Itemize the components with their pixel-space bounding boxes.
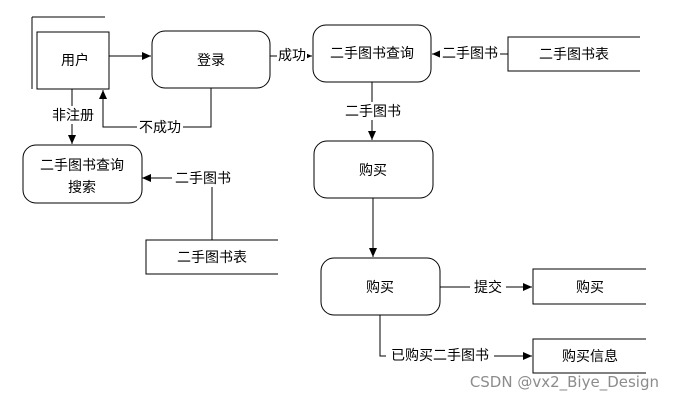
flow-unregistered-label: 非注册 bbox=[52, 108, 94, 124]
book-table-right-label: 二手图书表 bbox=[539, 47, 609, 63]
flow-book-left-label: 二手图书 bbox=[175, 171, 231, 187]
book-query-process[interactable]: 二手图书查询 bbox=[312, 24, 432, 83]
user-label: 用户 bbox=[61, 52, 89, 69]
purchase-info-store[interactable]: 购买信息 bbox=[532, 338, 646, 374]
book-query-label: 二手图书查询 bbox=[330, 46, 414, 62]
book-table-store-right[interactable]: 二手图书表 bbox=[507, 36, 640, 72]
login-label: 登录 bbox=[197, 53, 225, 69]
book-table-left-label: 二手图书表 bbox=[177, 250, 247, 266]
book-search-label-line2: 搜索 bbox=[68, 179, 96, 196]
flow-bought-label: 已购买二手图书 bbox=[391, 348, 489, 364]
book-search-process[interactable]: 二手图书查询 搜索 bbox=[22, 144, 143, 204]
flow-submit-label: 提交 bbox=[474, 279, 502, 296]
purchase-info-label: 购买信息 bbox=[562, 348, 618, 365]
book-search-label-line1: 二手图书查询 bbox=[40, 158, 124, 174]
flow-table-left-to-search bbox=[142, 174, 213, 240]
buy-process-lower[interactable]: 购买 bbox=[320, 257, 441, 316]
purchase-store-label: 购买 bbox=[576, 280, 604, 296]
watermark: CSDN @vx2_Biye_Design bbox=[470, 373, 659, 392]
login-process[interactable]: 登录 bbox=[151, 30, 271, 89]
buy-process-upper[interactable]: 购买 bbox=[313, 140, 434, 199]
book-table-store-left[interactable]: 二手图书表 bbox=[145, 239, 278, 275]
flow-fail-label: 不成功 bbox=[139, 120, 181, 136]
purchase-store[interactable]: 购买 bbox=[532, 268, 646, 305]
user-entity[interactable]: 用户 bbox=[31, 16, 110, 90]
flow-book-right-label: 二手图书 bbox=[442, 46, 498, 62]
flow-success-label: 成功 bbox=[278, 48, 306, 64]
buy-lower-label: 购买 bbox=[366, 280, 394, 296]
flow-book-query-label: 二手图书 bbox=[345, 104, 401, 120]
buy-upper-label: 购买 bbox=[359, 163, 387, 179]
